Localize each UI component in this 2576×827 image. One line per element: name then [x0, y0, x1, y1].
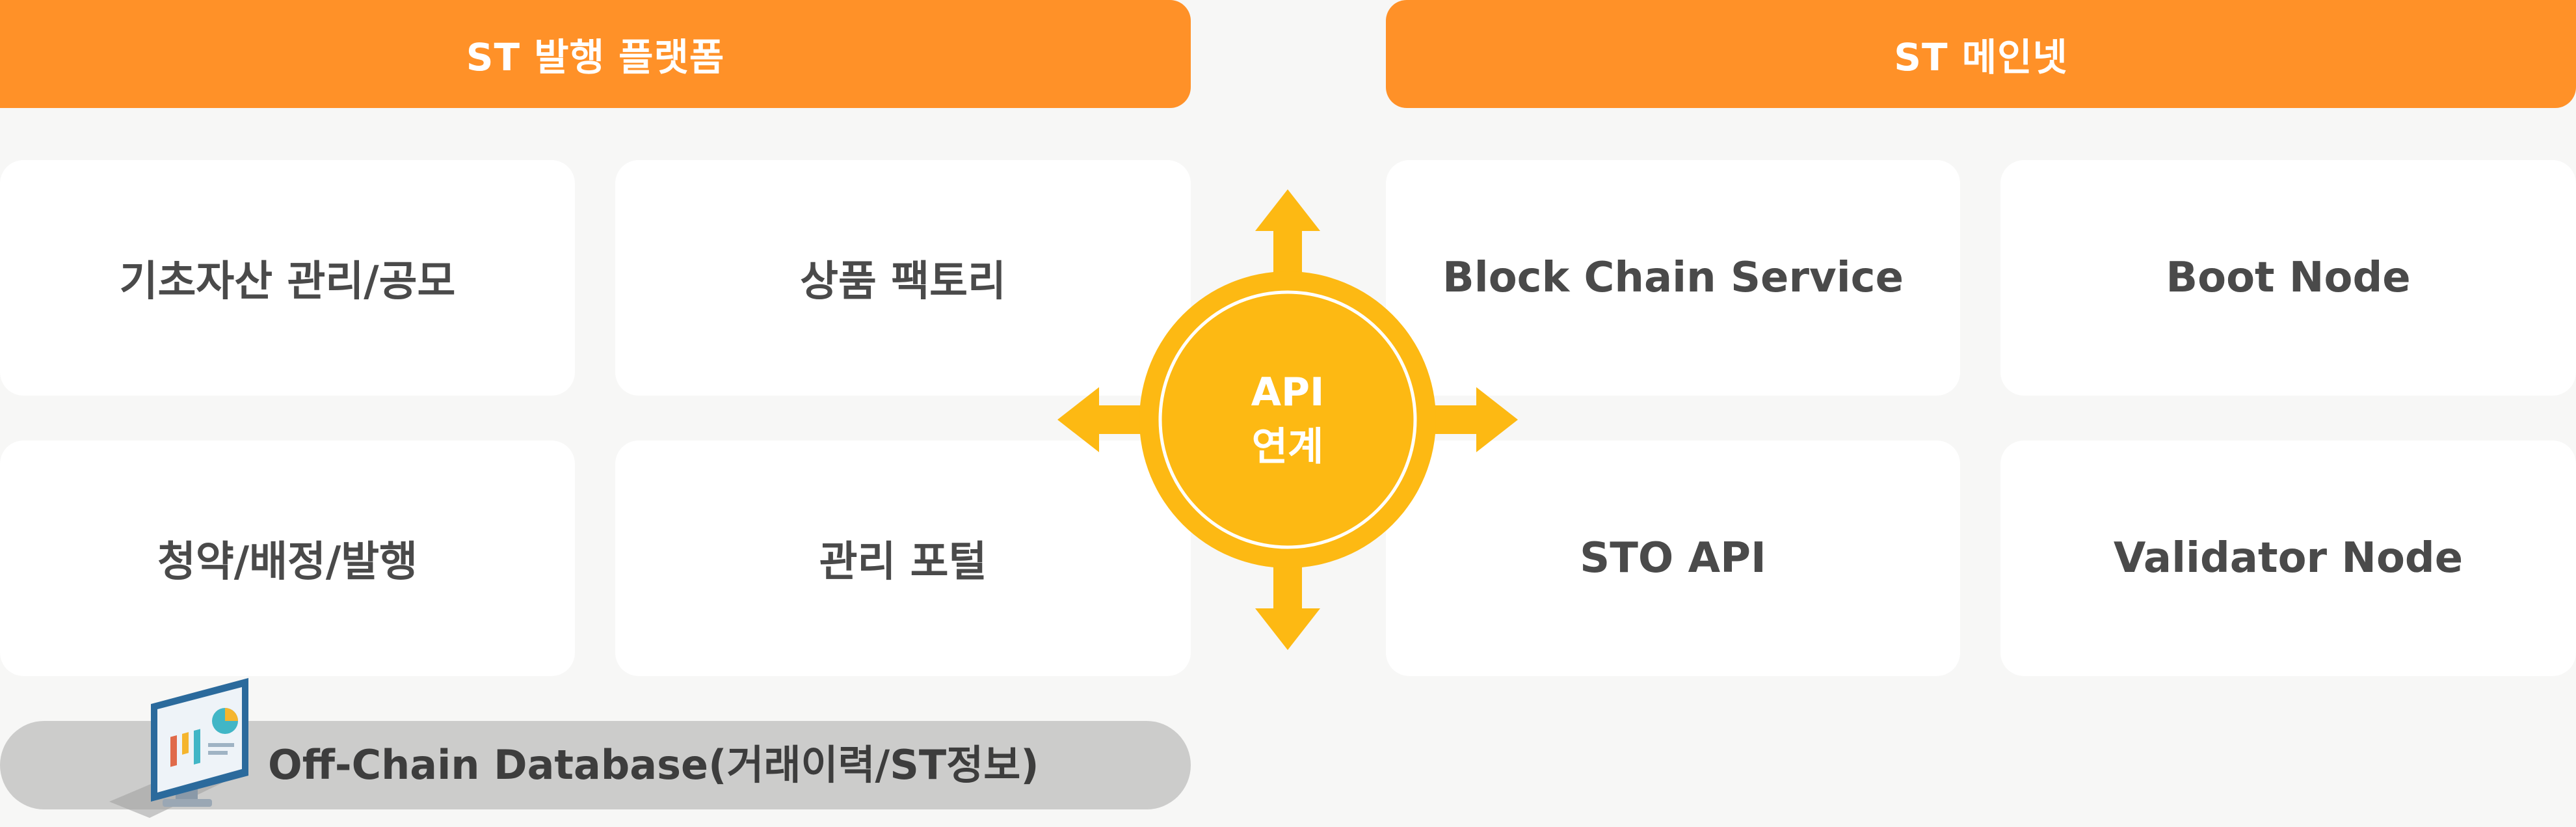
database-label: Off-Chain Database(거래이력/ST정보): [268, 741, 1039, 789]
card-sto-api: STO API: [1386, 441, 1960, 676]
card-product-factory: 상품 팩토리: [615, 160, 1191, 396]
card-validator-node: Validator Node: [2000, 441, 2576, 676]
card-block-chain-service: Block Chain Service: [1386, 160, 1960, 396]
left-header: ST 발행 플랫폼: [0, 0, 1191, 108]
api-hub-circle: [1139, 271, 1436, 568]
card-asset-management: 기초자산 관리/공모: [0, 160, 575, 396]
card-admin-portal: 관리 포털: [615, 441, 1191, 676]
api-hub-label: API 연계: [1223, 351, 1353, 488]
card-subscription: 청약/배정/발행: [0, 441, 575, 676]
api-hub-line1: API: [1251, 370, 1325, 415]
api-hub-graphic: [1057, 189, 1518, 650]
api-hub-line2: 연계: [1251, 424, 1324, 470]
card-boot-node: Boot Node: [2000, 160, 2576, 396]
monitor-chart-icon: [109, 678, 248, 818]
right-header: ST 메인넷: [1386, 0, 2576, 108]
